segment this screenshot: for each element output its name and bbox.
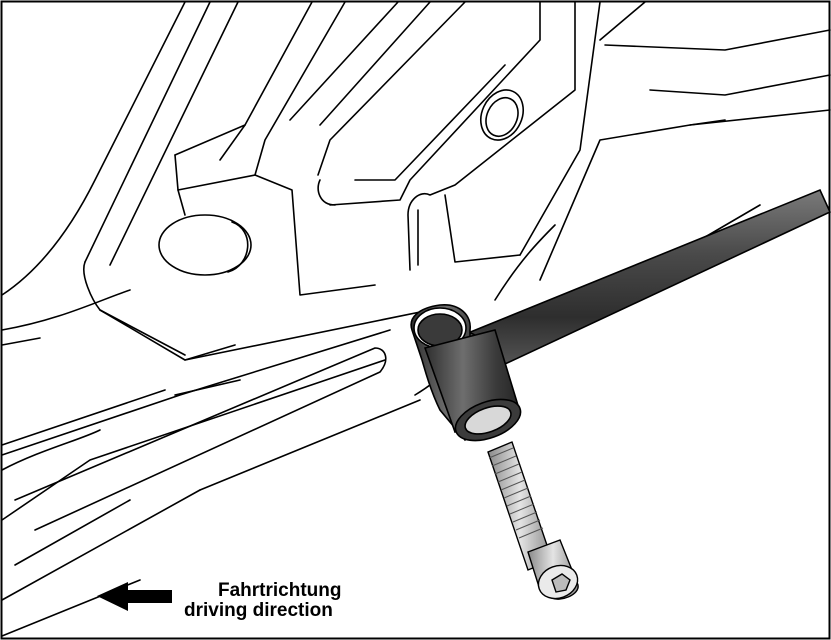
direction-label-german: Fahrtrichtung (218, 580, 342, 601)
direction-label-english: driving direction (184, 600, 333, 621)
left-arrow-icon (97, 582, 172, 611)
screw (487, 441, 579, 600)
t-sleeve (410, 304, 522, 442)
